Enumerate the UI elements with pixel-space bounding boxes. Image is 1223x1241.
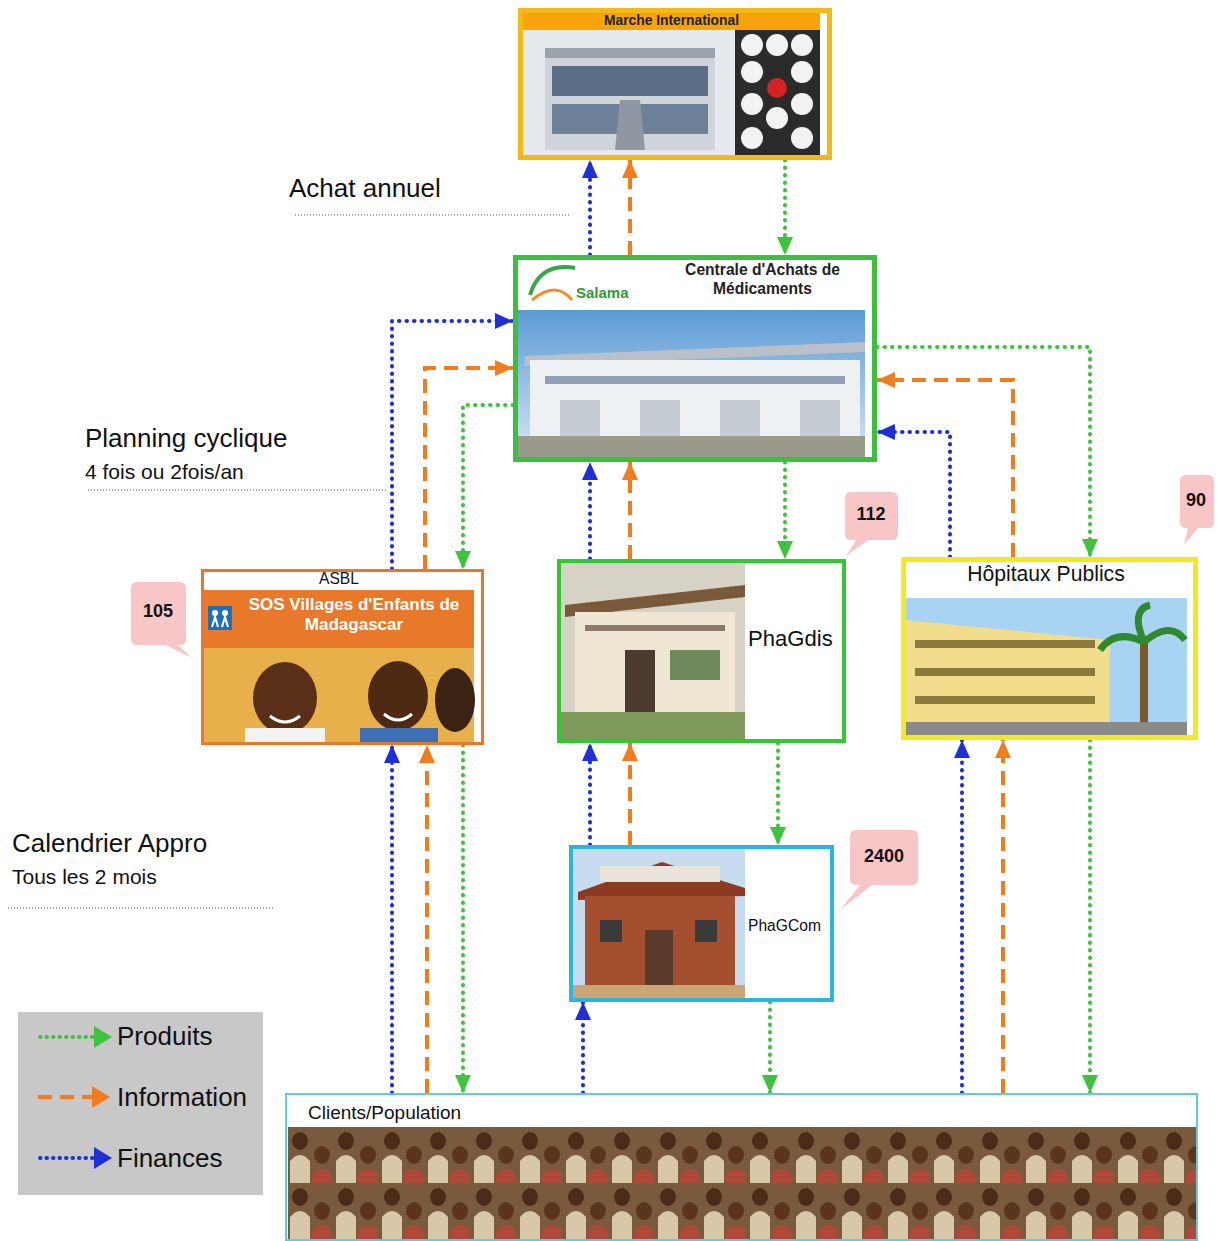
- node-label: Hôpitaux Publics: [906, 561, 1186, 586]
- side-note-slot: Tous les 2 mois: [12, 864, 157, 889]
- hospital-picture: [905, 598, 1187, 736]
- flow-arrow: [783, 160, 787, 255]
- dotted-underlines: [8, 215, 570, 908]
- node-label: PhaGCom: [748, 917, 821, 936]
- node-box: ASBL SOS Villages d'Enfants de Madagascar: [201, 569, 484, 745]
- node-label-slot: SOS Villages d'Enfants de Madagascar: [238, 595, 470, 636]
- legend-panel: [18, 1012, 263, 1195]
- node-label: Clients/Population: [308, 1102, 461, 1125]
- salama-logo: [530, 267, 575, 300]
- side-note: Achat annuel: [289, 173, 441, 204]
- flow-arrow: [960, 740, 964, 1093]
- health-centre-picture: [573, 849, 745, 998]
- node-label-slot: PhaGCom: [748, 917, 821, 936]
- callout-number: 105: [128, 601, 188, 623]
- crowd-photo: [288, 1127, 1196, 1239]
- flow-arrow: [463, 405, 513, 569]
- side-note: Tous les 2 mois: [12, 864, 157, 889]
- side-note: Planning cyclique: [85, 423, 287, 454]
- flow-arrow: [425, 368, 513, 569]
- node-label-slot: Marche International: [523, 13, 820, 30]
- node-label-slot: Clients/Population: [308, 1102, 461, 1125]
- node-box: PhaGdis: [557, 559, 846, 743]
- side-note-slot: Calendrier Appro: [12, 828, 207, 859]
- market-picture: [523, 28, 820, 155]
- callout-number-slot: 2400: [854, 846, 914, 868]
- flow-arrow: [783, 462, 787, 559]
- flow-arrow: [628, 462, 632, 559]
- depot-picture: [561, 563, 745, 739]
- callout-number: 90: [1178, 490, 1214, 512]
- flow-arrow: [581, 1002, 585, 1093]
- flow-arrow: [776, 743, 780, 845]
- legend-label-slot: Produits: [117, 1021, 212, 1052]
- node-box: Hôpitaux Publics: [901, 557, 1198, 740]
- side-note-slot: 4 fois ou 2fois/an: [85, 459, 244, 484]
- flow-arrow: [390, 745, 394, 1093]
- node-label-slot: PhaGdis: [748, 626, 833, 652]
- flow-arrow: [1001, 740, 1005, 1093]
- flow-arrow: [628, 743, 632, 845]
- flow-arrow: [877, 432, 950, 557]
- flow-arrow: [628, 160, 632, 255]
- node-label-slot: Salama: [576, 284, 629, 302]
- node-label: Marche International: [523, 13, 820, 30]
- node-box: Marche International: [518, 8, 832, 160]
- callout-number-slot: 105: [128, 601, 188, 623]
- side-note-slot: Planning cyclique: [85, 423, 287, 454]
- callout-number-slot: 112: [841, 504, 901, 526]
- node-label: PhaGdis: [748, 626, 833, 652]
- side-note-slot: Achat annuel: [289, 173, 441, 204]
- sos-band: [204, 590, 474, 648]
- node-label-slot: ASBL: [204, 570, 474, 589]
- node-label: SOS Villages d'Enfants de Madagascar: [238, 595, 470, 636]
- node-label-slot: Centrale d'Achats de Médicaments: [660, 261, 865, 299]
- node-label: ASBL: [204, 570, 474, 589]
- legend-label: Produits: [117, 1021, 212, 1052]
- side-note: Calendrier Appro: [12, 828, 207, 859]
- callout-number: 2400: [854, 846, 914, 868]
- flow-arrow: [588, 743, 592, 845]
- flow-arrow: [877, 347, 1090, 557]
- side-note: 4 fois ou 2fois/an: [85, 459, 244, 484]
- flow-arrow: [1088, 740, 1092, 1093]
- node-label: Salama: [576, 284, 629, 302]
- node-box: PhaGCom: [569, 845, 834, 1002]
- flow-arrow: [588, 160, 592, 255]
- flow-arrow: [461, 745, 465, 1093]
- legend-label-slot: Finances: [117, 1143, 223, 1174]
- legend-label-slot: Information: [117, 1082, 247, 1113]
- flow-arrow: [768, 1002, 772, 1093]
- node-label: Centrale d'Achats de Médicaments: [660, 261, 865, 299]
- warehouse-picture: [518, 310, 865, 457]
- legend-label: Finances: [117, 1143, 223, 1174]
- node-box: Clients/Population: [285, 1093, 1198, 1241]
- flow-arrow: [425, 745, 429, 1093]
- children-photo: [204, 648, 475, 742]
- flow-arrow: [588, 462, 592, 559]
- node-box: Centrale d'Achats de MédicamentsSalama: [513, 255, 877, 462]
- flow-arrow: [877, 380, 1013, 557]
- node-label-slot: Hôpitaux Publics: [906, 561, 1186, 586]
- callout-number-slot: 90: [1178, 490, 1214, 512]
- callout-number: 112: [841, 504, 901, 526]
- legend-label: Information: [117, 1082, 247, 1113]
- flow-arrow: [392, 321, 513, 569]
